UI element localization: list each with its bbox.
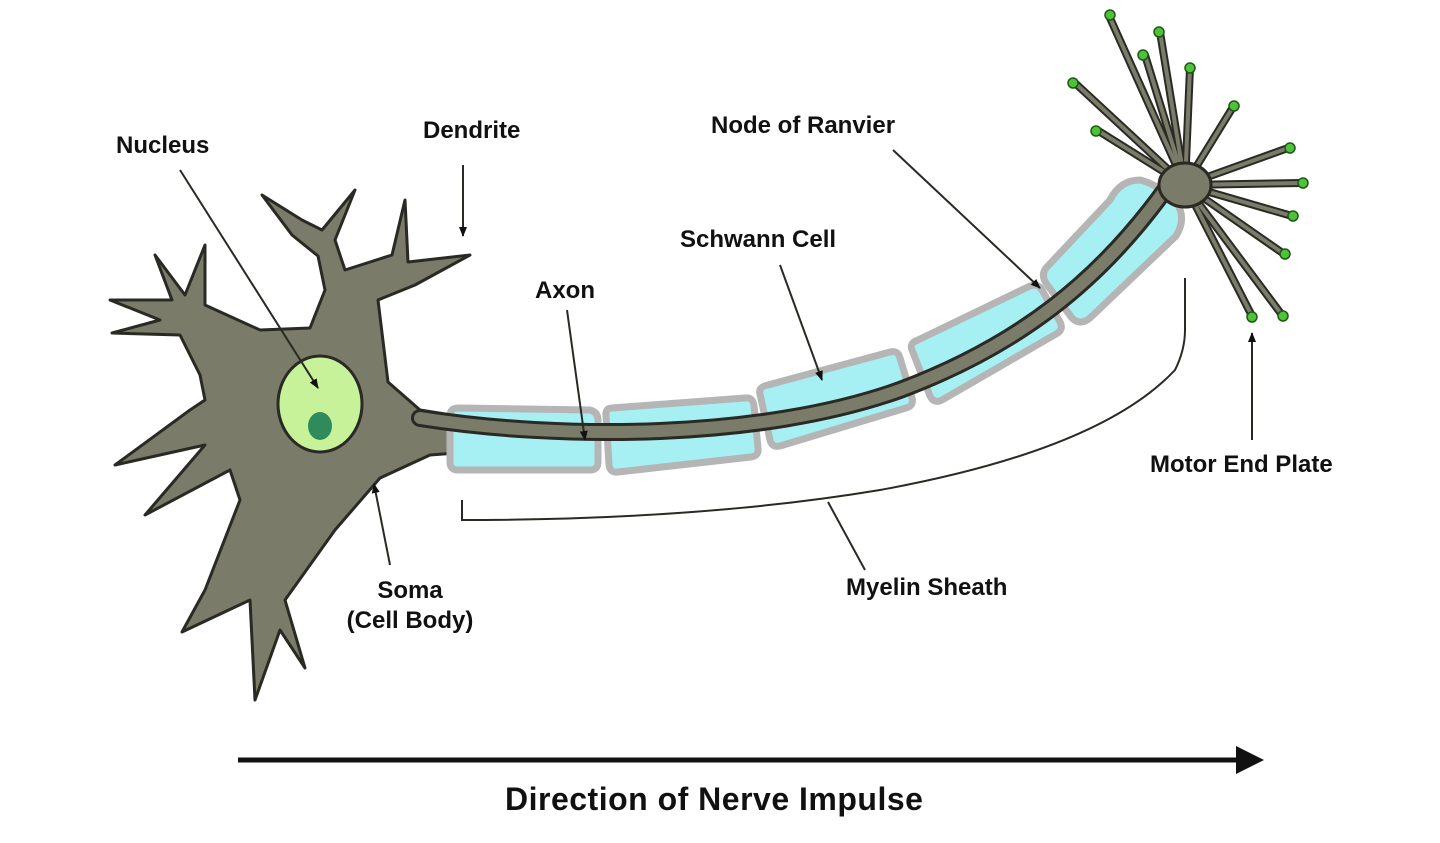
- axon-terminal: [1071, 14, 1306, 320]
- label-motor-end-plate: Motor End Plate: [1150, 451, 1333, 478]
- terminal-knob: [1184, 62, 1196, 74]
- terminal-knob: [1287, 210, 1299, 222]
- label-direction: Direction of Nerve Impulse: [505, 781, 924, 817]
- myelin-sheath-leader: [827, 501, 866, 571]
- terminal-knob: [1104, 9, 1116, 21]
- nucleus-leader: [179, 169, 319, 389]
- terminal-knob: [1067, 77, 1079, 89]
- myelin-bracket: [461, 278, 1186, 522]
- node-of-ranvier-leader: [892, 149, 1041, 289]
- terminal-knob: [1284, 142, 1296, 154]
- label-soma: Soma (Cell Body): [330, 576, 490, 636]
- soma-shape: [108, 188, 472, 702]
- nucleus-shape: [276, 354, 364, 454]
- label-soma-line2: (Cell Body): [346, 607, 474, 634]
- terminal-knob: [1277, 310, 1289, 322]
- terminal-knobs: [1067, 9, 1309, 323]
- right-arrow-icon: [238, 746, 1264, 774]
- label-myelin-sheath: Myelin Sheath: [846, 574, 1008, 601]
- terminal-knob: [1228, 100, 1240, 112]
- label-node-of-ranvier: Node of Ranvier: [711, 112, 896, 139]
- nucleolus-shape: [308, 412, 332, 440]
- soma-leader: [371, 483, 391, 566]
- terminal-knob: [1090, 125, 1102, 137]
- leader-lines: [179, 149, 1256, 571]
- axon-core: [414, 184, 1171, 439]
- label-dendrite: Dendrite: [423, 117, 521, 144]
- terminal-knob: [1246, 311, 1258, 323]
- axon-leader: [566, 309, 588, 441]
- label-soma-line1: Soma: [377, 577, 443, 604]
- terminal-knob: [1153, 26, 1165, 38]
- label-schwann-cell: Schwann Cell: [680, 226, 837, 253]
- terminal-knob: [1279, 248, 1291, 260]
- terminal-knob: [1137, 49, 1149, 61]
- terminal-knob: [1297, 177, 1309, 189]
- schwann-cell-leader: [779, 264, 823, 381]
- label-axon: Axon: [535, 277, 595, 304]
- label-nucleus: Nucleus: [116, 132, 210, 159]
